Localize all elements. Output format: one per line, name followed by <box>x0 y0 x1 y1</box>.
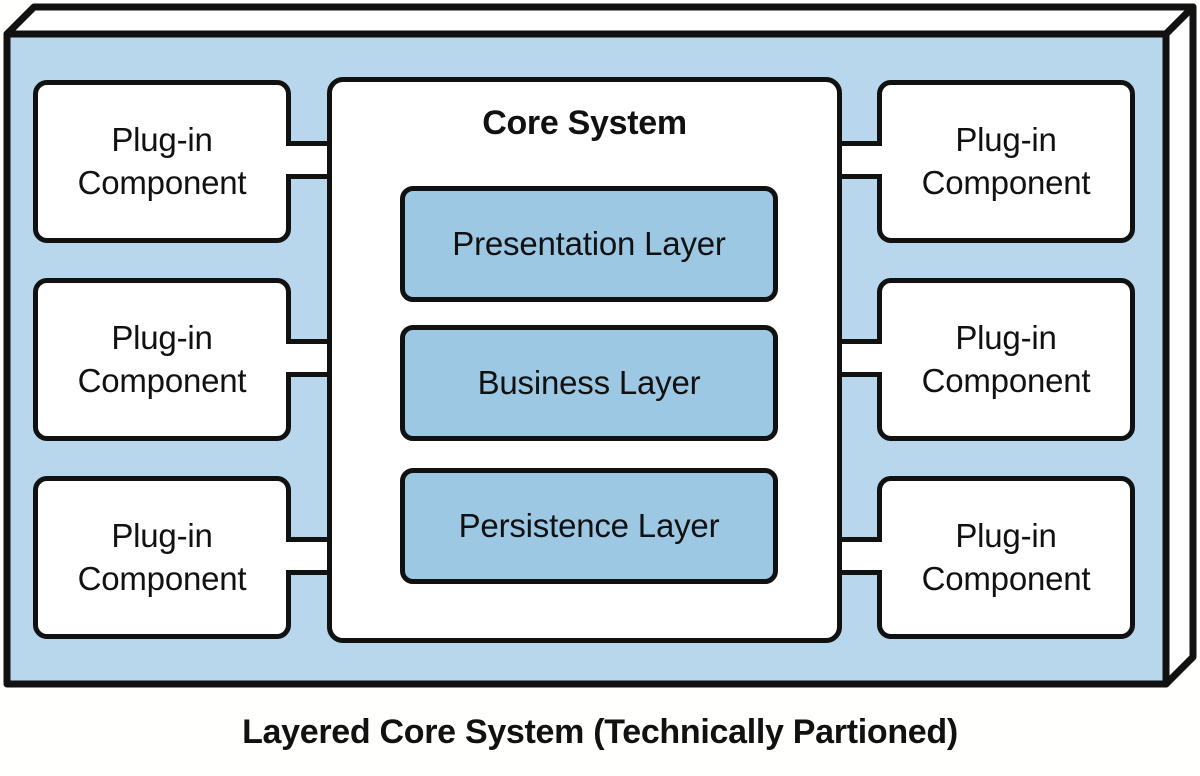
plugin-label-line2: Component <box>921 559 1091 597</box>
plugin-component-right-3[interactable]: Plug-in Component <box>877 476 1135 639</box>
plugin-label-line1: Plug-in <box>111 517 213 555</box>
plugin-label-line1: Plug-in <box>955 121 1057 159</box>
box-right-face <box>1162 3 1197 688</box>
plugin-component-left-1[interactable]: Plug-in Component <box>33 80 291 243</box>
plugin-component-right-1[interactable]: Plug-in Component <box>877 80 1135 243</box>
connector-right-3 <box>836 537 882 575</box>
business-layer-label: Business Layer <box>477 364 701 401</box>
presentation-layer-box[interactable]: Presentation Layer <box>400 186 778 302</box>
plugin-label-line2: Component <box>921 361 1091 399</box>
plugin-label-line2: Component <box>77 361 247 399</box>
business-layer-box[interactable]: Business Layer <box>400 325 778 441</box>
plugin-label-line2: Component <box>77 163 247 201</box>
plugin-component-left-3[interactable]: Plug-in Component <box>33 476 291 639</box>
presentation-layer-label: Presentation Layer <box>452 225 726 262</box>
plugin-label-line1: Plug-in <box>111 319 213 357</box>
plugin-label-line2: Component <box>77 559 247 597</box>
plugin-label-line1: Plug-in <box>111 121 213 159</box>
connector-right-1 <box>836 141 882 179</box>
plugin-component-right-2[interactable]: Plug-in Component <box>877 278 1135 441</box>
plugin-label-line1: Plug-in <box>955 319 1057 357</box>
plugin-label-line1: Plug-in <box>955 517 1057 555</box>
box-top-face <box>3 3 1197 38</box>
connector-left-1 <box>286 141 332 179</box>
plugin-label-line2: Component <box>921 163 1091 201</box>
connector-left-2 <box>286 339 332 377</box>
persistence-layer-box[interactable]: Persistence Layer <box>400 468 778 584</box>
plugin-component-left-2[interactable]: Plug-in Component <box>33 278 291 441</box>
connector-left-3 <box>286 537 332 575</box>
diagram-caption: Layered Core System (Technically Partion… <box>242 712 958 751</box>
connector-right-2 <box>836 339 882 377</box>
core-system-title: Core System <box>482 104 687 142</box>
core-system-box[interactable]: Core System Presentation Layer Business … <box>327 77 842 643</box>
persistence-layer-label: Persistence Layer <box>458 507 720 544</box>
